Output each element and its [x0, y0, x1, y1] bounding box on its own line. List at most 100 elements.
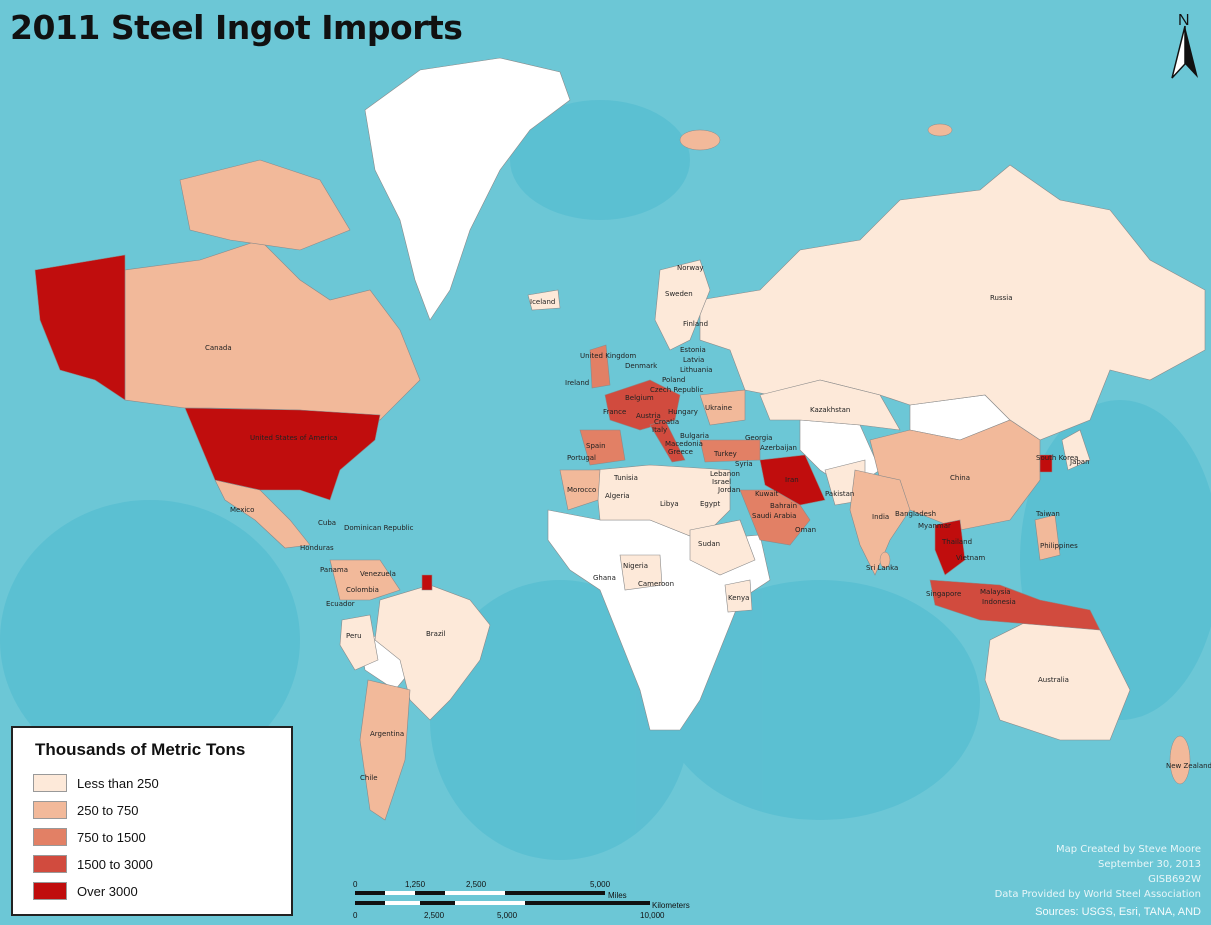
country-label: Saudi Arabia	[752, 512, 796, 520]
legend-swatch	[33, 801, 67, 819]
country-label: Denmark	[625, 362, 658, 370]
country-label: Thailand	[941, 538, 972, 546]
spain-portugal	[579, 429, 626, 466]
country-label: United Kingdom	[580, 352, 636, 360]
philippines	[1034, 514, 1061, 561]
north-label: N	[1178, 12, 1190, 29]
country-label: Libya	[660, 500, 679, 508]
country-label: Spain	[586, 442, 606, 450]
sudan	[689, 519, 756, 576]
country-label: Ukraine	[705, 404, 732, 412]
legend-item: Less than 250	[33, 772, 159, 794]
legend-label: 750 to 1500	[77, 829, 146, 845]
credit-line: Data Provided by World Steel Association	[994, 889, 1201, 900]
country-label: Croatia	[654, 418, 679, 426]
country-label: Myanmar	[918, 522, 951, 530]
ukraine	[699, 389, 746, 426]
canada-arctic	[179, 159, 351, 251]
legend-label: 1500 to 3000	[77, 856, 153, 872]
class-250-to-750	[124, 159, 1061, 821]
credit-line: Map Created by Steve Moore	[1055, 844, 1201, 855]
country-label: Brazil	[426, 630, 446, 638]
country-label: Greece	[668, 448, 693, 456]
scale-km-label: Kilometers	[652, 901, 690, 910]
country-label: Lebanon	[710, 470, 740, 478]
country-label: Bangladesh	[895, 510, 936, 518]
country-label: Belgium	[625, 394, 654, 402]
country-label: Poland	[662, 376, 685, 384]
scale-miles-label: Miles	[608, 891, 627, 900]
country-label: Cameroon	[638, 580, 674, 588]
legend-swatch	[33, 882, 67, 900]
country-label: Finland	[683, 320, 708, 328]
class-750-to-1500	[579, 344, 811, 546]
country-label: United States of America	[250, 434, 337, 442]
country-label: Chile	[360, 774, 378, 782]
country-label: Panama	[320, 566, 348, 574]
united-kingdom	[589, 344, 611, 389]
legend: Thousands of Metric Tons Less than 250 2…	[11, 726, 293, 916]
scale-bar: 0 1,250 2,500 5,000 Miles Kilometers 0 2…	[353, 880, 690, 920]
scale-miles-tick: 5,000	[590, 880, 611, 889]
credit-line: September 30, 2013	[1098, 859, 1201, 870]
country-label: Italy	[652, 426, 667, 434]
country-label: Turkey	[713, 450, 737, 458]
country-label: Macedonia	[665, 440, 703, 448]
country-label: Oman	[795, 526, 816, 534]
argentina	[359, 679, 411, 821]
italy	[649, 419, 686, 463]
country-label: France	[603, 408, 626, 416]
country-label: Venezuela	[360, 570, 396, 578]
country-label: Latvia	[683, 356, 704, 364]
kazakhstan	[759, 379, 901, 431]
country-label: Tunisia	[613, 474, 638, 482]
scale-km-tick: 0	[353, 911, 358, 920]
country-label: Bulgaria	[680, 432, 709, 440]
country-label: Sri Lanka	[866, 564, 898, 572]
scale-km-tick: 5,000	[497, 911, 518, 920]
country-label: Canada	[205, 344, 232, 352]
country-label: Iran	[785, 476, 799, 484]
country-label: Honduras	[300, 544, 334, 552]
legend-item: 250 to 750	[33, 799, 138, 821]
greenland	[364, 57, 571, 321]
country-label: Estonia	[680, 346, 706, 354]
country-label: New Zealand	[1166, 762, 1211, 770]
scale-miles-tick: 0	[353, 880, 358, 889]
country-label: Pakistan	[825, 490, 854, 498]
country-label: India	[872, 513, 889, 521]
country-label: Mexico	[230, 506, 254, 514]
canada	[124, 239, 421, 421]
map-sources: Sources: USGS, Esri, TANA, AND	[1035, 906, 1201, 918]
country-label: Algeria	[605, 492, 630, 500]
country-label: Vietnam	[956, 554, 985, 562]
islands	[679, 123, 1191, 785]
country-label: Kenya	[728, 594, 749, 602]
country-label: Syria	[735, 460, 753, 468]
legend-label: Over 3000	[77, 883, 138, 899]
country-label: Bahrain	[770, 502, 797, 510]
country-label: Ecuador	[326, 600, 355, 608]
country-label: Kazakhstan	[810, 406, 850, 414]
class-1500-to-3000	[604, 379, 1101, 631]
country-label: Hungary	[668, 408, 698, 416]
legend-label: Less than 250	[77, 775, 159, 791]
country-label: Czech Republic	[650, 386, 703, 394]
scale-miles-tick: 1,250	[405, 880, 426, 889]
country-label: Dominican Republic	[344, 524, 414, 532]
country-label: Cuba	[318, 519, 336, 527]
country-label: Israel	[712, 478, 731, 486]
country-label: Austria	[636, 412, 661, 420]
country-label: Malaysia	[980, 588, 1011, 596]
country-label: Ireland	[565, 379, 589, 387]
country-label: Indonesia	[982, 598, 1016, 606]
country-label: Argentina	[370, 730, 404, 738]
norway-sweden-finland	[654, 259, 711, 351]
map-title: 2011 Steel Ingot Imports	[10, 8, 463, 47]
north-arrow-icon	[1171, 25, 1198, 79]
thailand-vietnam	[934, 519, 966, 576]
country-label: Philippines	[1040, 542, 1078, 550]
country-label: Azerbaijan	[760, 444, 797, 452]
country-label: Norway	[677, 264, 704, 272]
